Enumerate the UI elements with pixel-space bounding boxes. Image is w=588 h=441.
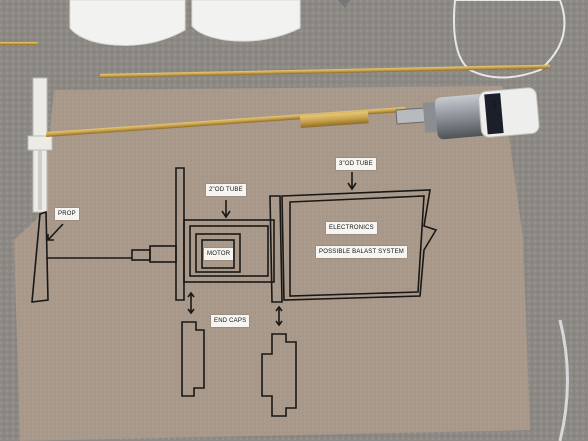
propeller-hub	[27, 77, 53, 213]
label-motor: MOTOR	[204, 248, 234, 260]
brass-rod-small	[0, 42, 38, 45]
label-prop: PROP	[55, 208, 79, 220]
motor-sticker: 12V	[490, 100, 498, 110]
acrylic-tube-edge	[558, 319, 569, 441]
shaft-joint	[395, 107, 428, 125]
drawing-ink	[31, 167, 438, 417]
brass-rod	[99, 64, 550, 78]
drive-shaft	[46, 106, 406, 137]
label-ballast: POSSIBLE BALAST SYSTEM	[316, 246, 407, 258]
dc-motor	[422, 87, 540, 140]
shaft-coupler	[300, 111, 369, 128]
label-2od-tube: 2"OD TUBE	[206, 184, 246, 196]
label-end-caps: END CAPS	[211, 315, 250, 327]
white-containers	[69, 0, 566, 79]
label-3od-tube: 3"OD TUBE	[336, 158, 376, 170]
label-electronics: ELECTRONICS	[326, 222, 377, 234]
